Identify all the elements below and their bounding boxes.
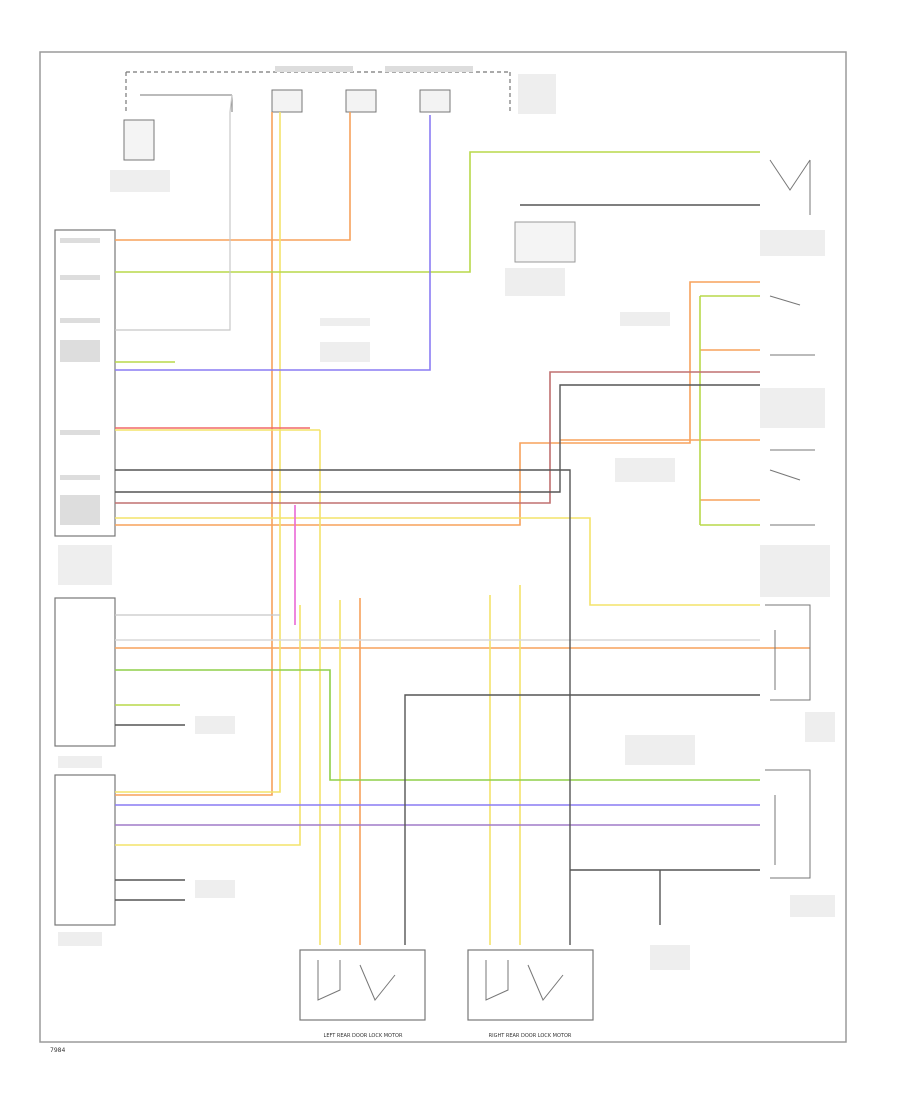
right-rear-motor bbox=[467, 949, 594, 1021]
red-wires bbox=[115, 371, 760, 504]
blue-wires bbox=[115, 115, 760, 826]
black-wires bbox=[115, 204, 760, 945]
top-power-bus bbox=[125, 71, 511, 112]
diagram-frame bbox=[39, 51, 847, 1043]
relay-caption bbox=[110, 170, 170, 192]
left-door-switch-box bbox=[54, 597, 116, 747]
main-module-box bbox=[54, 229, 116, 537]
switch-caption bbox=[58, 756, 102, 768]
bright-green-wires bbox=[115, 639, 760, 781]
module-pin-labels bbox=[60, 238, 100, 525]
fuse-block bbox=[140, 89, 451, 113]
left-rear-motor bbox=[299, 949, 426, 1021]
module-caption-box bbox=[58, 545, 112, 585]
yellow-wires bbox=[115, 112, 760, 945]
left-rear-motor-caption: LEFT REAR DOOR LOCK MOTOR bbox=[324, 1033, 403, 1039]
top-labels bbox=[275, 66, 556, 114]
green-wires bbox=[115, 151, 760, 706]
switch-caption-2 bbox=[58, 932, 102, 946]
right-components bbox=[760, 159, 835, 917]
component-tags bbox=[195, 221, 695, 970]
footer-code: 7984 bbox=[50, 1047, 65, 1054]
gray-wires bbox=[115, 94, 280, 616]
right-door-switch-box bbox=[54, 774, 116, 926]
right-rear-motor-caption: RIGHT REAR DOOR LOCK MOTOR bbox=[489, 1033, 572, 1039]
orange-wires bbox=[115, 112, 810, 945]
small-relay-box bbox=[123, 119, 155, 161]
